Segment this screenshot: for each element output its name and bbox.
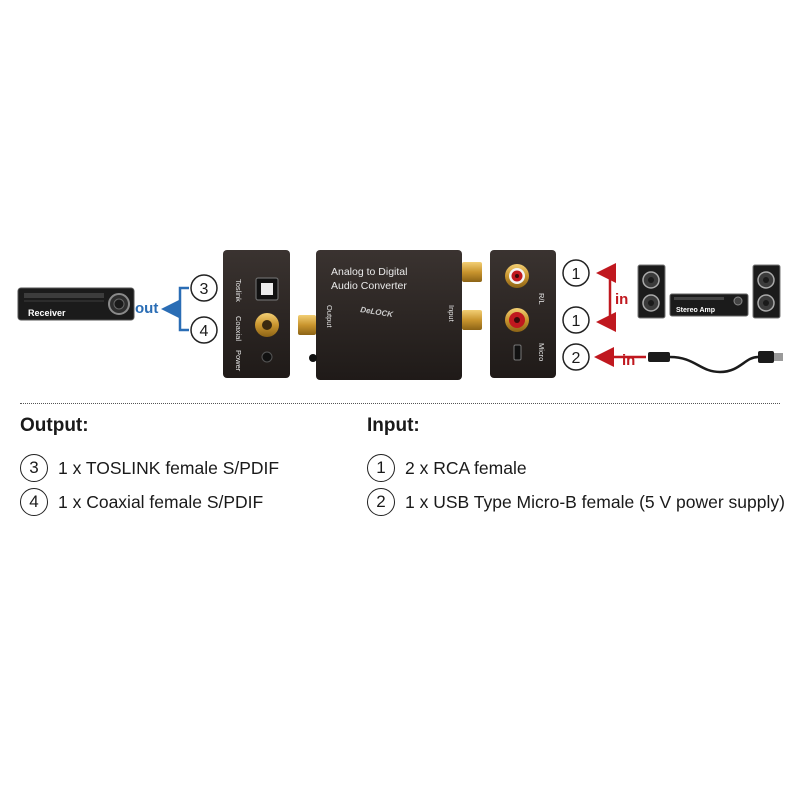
legend-num-2: 2 <box>367 488 395 516</box>
callout-2: 2 <box>562 343 590 371</box>
rca-in-bracket <box>602 271 612 324</box>
usb-cable <box>648 351 783 374</box>
power-label: Power <box>234 350 243 372</box>
rl-label: R/L <box>537 293 546 305</box>
input-label: Input <box>447 305 456 323</box>
receiver-device: Receiver <box>17 287 135 321</box>
input-panel: R/L Micro <box>490 250 556 378</box>
section-divider <box>20 403 780 404</box>
micro-label: Micro <box>537 343 546 361</box>
output-panel: Toslink Coaxial Power <box>223 250 290 378</box>
legend-num-1: 1 <box>367 454 395 482</box>
callout-1-bottom-number: 1 <box>572 313 581 330</box>
callout-1-top-number: 1 <box>572 266 581 283</box>
converter-title-line2: Audio Converter <box>331 280 407 292</box>
legend-item-usb: 2 1 x USB Type Micro-B female (5 V power… <box>367 485 785 519</box>
output-label: Output <box>325 305 334 328</box>
callout-4-number: 4 <box>200 323 209 340</box>
usb-in-label: in <box>622 352 635 369</box>
rca-in-label: in <box>615 291 628 308</box>
callout-2-number: 2 <box>572 350 581 367</box>
callout-3-number: 3 <box>200 281 209 298</box>
converter-title-line1: Analog to Digital <box>331 266 407 278</box>
callout-1-bottom: 1 <box>562 306 590 334</box>
legend-num-4: 4 <box>20 488 48 516</box>
input-legend-title: Input: <box>367 415 420 436</box>
legend-text-toslink: 1 x TOSLINK female S/PDIF <box>58 457 280 478</box>
legend-text-rca: 2 x RCA female <box>405 457 527 478</box>
out-bracket <box>178 286 189 332</box>
stereo-amp-label: Stereo Amp <box>676 307 715 314</box>
callout-4: 4 <box>190 316 218 344</box>
legend-item-rca: 1 2 x RCA female <box>367 451 785 485</box>
coaxial-label: Coaxial <box>234 316 243 341</box>
output-legend: Output: 3 1 x TOSLINK female S/PDIF 4 1 … <box>20 415 279 519</box>
legend-item-coaxial: 4 1 x Coaxial female S/PDIF <box>20 485 279 519</box>
input-legend: Input: 1 2 x RCA female 2 1 x USB Type M… <box>367 415 785 519</box>
toslink-label: Toslink <box>234 279 243 302</box>
output-legend-title: Output: <box>20 415 89 436</box>
legend-text-coaxial: 1 x Coaxial female S/PDIF <box>58 491 264 512</box>
legend-num-3: 3 <box>20 454 48 482</box>
out-label: out <box>135 300 158 317</box>
legend-item-toslink: 3 1 x TOSLINK female S/PDIF <box>20 451 279 485</box>
callout-1-top: 1 <box>562 259 590 287</box>
receiver-label: Receiver <box>28 308 66 318</box>
stereo-system: Stereo Amp <box>637 264 781 319</box>
callout-3: 3 <box>190 274 218 302</box>
legend-text-usb: 1 x USB Type Micro-B female (5 V power s… <box>405 491 785 512</box>
converter-main-unit: Analog to Digital Audio Converter DeLOCK… <box>298 250 482 380</box>
diagram: Receiver out 3 4 Toslink Coaxial Power A… <box>17 250 783 380</box>
